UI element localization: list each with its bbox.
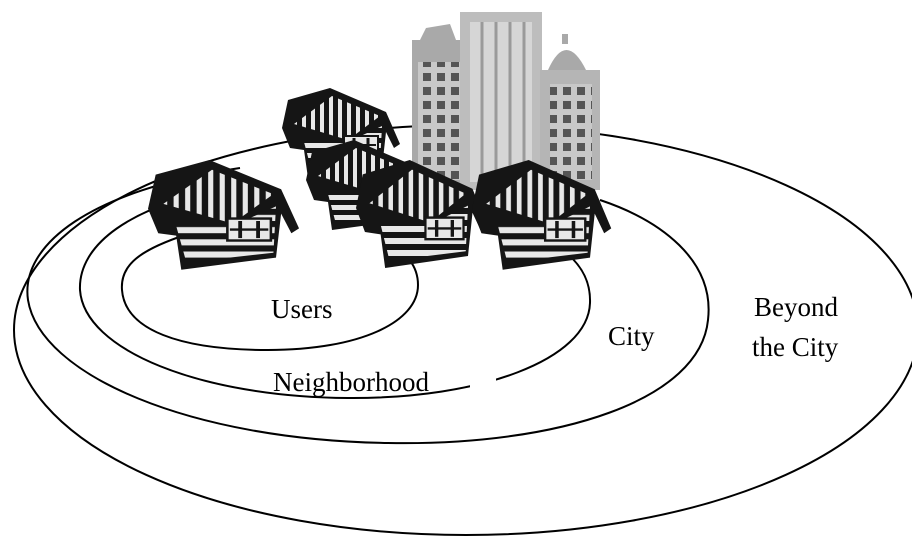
label-users: Users (271, 294, 333, 324)
label-beyond-the-city-line1: Beyond (754, 292, 838, 322)
label-beyond-the-city-line2: the City (752, 332, 839, 362)
house-icon (146, 158, 301, 272)
label-city: City (608, 321, 655, 351)
ring-neighborhood (78, 187, 592, 400)
ring-city (26, 167, 710, 445)
city-skyline-icon (412, 12, 600, 190)
ring-users (120, 234, 420, 352)
label-neighborhood: Neighborhood (273, 367, 429, 397)
